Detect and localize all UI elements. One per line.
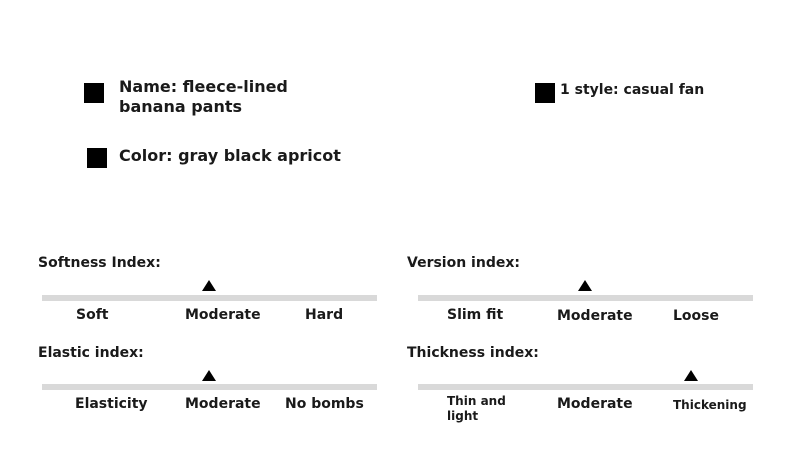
version-label-low: Slim fit	[447, 307, 504, 323]
thickness-index-title: Thickness index:	[407, 345, 539, 361]
thickness-label-high: Thickening	[673, 398, 747, 412]
color-bullet-square	[87, 148, 107, 168]
softness-label-high: Hard	[305, 307, 344, 323]
thickness-label-low: Thin and light	[447, 394, 506, 423]
spec-name: Name: fleece-lined banana pants	[119, 77, 288, 116]
elastic-label-mid: Moderate	[185, 396, 261, 412]
version-label-high: Loose	[673, 308, 719, 324]
thickness-label-mid: Moderate	[557, 396, 633, 412]
softness-marker-icon	[202, 280, 216, 291]
spec-color: Color: gray black apricot	[119, 146, 341, 165]
version-label-mid: Moderate	[557, 308, 633, 324]
elastic-label-low: Elasticity	[75, 396, 148, 412]
softness-label-low: Soft	[76, 307, 109, 323]
softness-label-mid: Moderate	[185, 307, 261, 323]
version-scale-bar	[418, 295, 753, 301]
elastic-marker-icon	[202, 370, 216, 381]
softness-index-title: Softness Index:	[38, 255, 161, 271]
spec-style: 1 style: casual fan	[560, 82, 705, 98]
version-index-title: Version index:	[407, 255, 520, 271]
elastic-label-high: No bombs	[285, 396, 364, 412]
name-bullet-square	[84, 83, 104, 103]
elastic-index-title: Elastic index:	[38, 345, 144, 361]
version-marker-icon	[578, 280, 592, 291]
thickness-scale-bar	[418, 384, 753, 390]
thickness-marker-icon	[684, 370, 698, 381]
elastic-scale-bar	[42, 384, 377, 390]
style-bullet-square	[535, 83, 555, 103]
softness-scale-bar	[42, 295, 377, 301]
